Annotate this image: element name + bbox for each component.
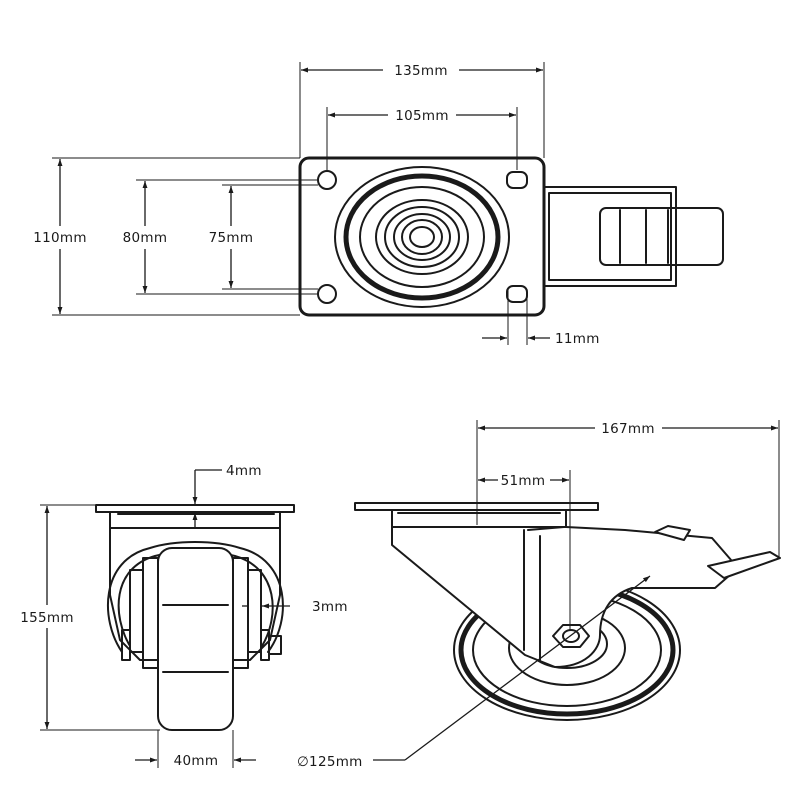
mounting-slot-top-right [506,171,528,189]
bearing-ring-1 [375,199,469,275]
top-view: 135mm 105mm 110mm 80mm 75mm 11mm [33,62,724,347]
swivel-race-inner [359,186,485,288]
wheel-diameter-label: ∅125mm [297,754,363,770]
mounting-slot-bottom-right [506,285,528,303]
hole-spacing-inner-label: 75mm [209,230,254,246]
brake-lever [654,525,691,541]
total-height-label: 155mm [20,610,74,626]
plate-thickness-label: 4mm [226,463,262,479]
hole-size-label: 11mm [555,331,600,347]
bearing-ring-4 [401,219,443,255]
side-view: 167mm 51mm ∅125mm [297,420,781,770]
axle-nut [552,624,590,648]
brake-handle-loop [106,541,284,653]
mounting-hole-bottom-left [317,284,337,304]
side-fork [391,526,739,668]
swivel-offset-label: 51mm [501,473,546,489]
brake-pedal [599,207,724,266]
plate-height-label: 110mm [33,230,87,246]
bearing-ring-3 [393,213,451,261]
swivel-race-mid [343,173,501,301]
overall-length-label: 167mm [601,421,655,437]
wheel-clearance-label: 3mm [312,599,348,615]
brake-housing-inner [548,192,672,281]
bearing-ring-2 [384,206,460,268]
kingpin-center [409,226,435,248]
brake-housing [543,186,677,287]
hole-spacing-width-label: 105mm [395,108,449,124]
wheel-width-label: 40mm [174,753,219,769]
front-plate-base [109,511,281,529]
front-plate [95,504,295,513]
front-view: 4mm 3mm 155mm 40mm [20,463,348,769]
fork-leg-right [232,557,249,669]
mounting-hole-top-left [317,170,337,190]
swivel-race-outer [334,166,510,308]
hole-spacing-outer-label: 80mm [123,230,168,246]
front-wheel [157,547,234,731]
plate-width-label: 135mm [394,63,448,79]
fork-leg-left [142,557,159,669]
